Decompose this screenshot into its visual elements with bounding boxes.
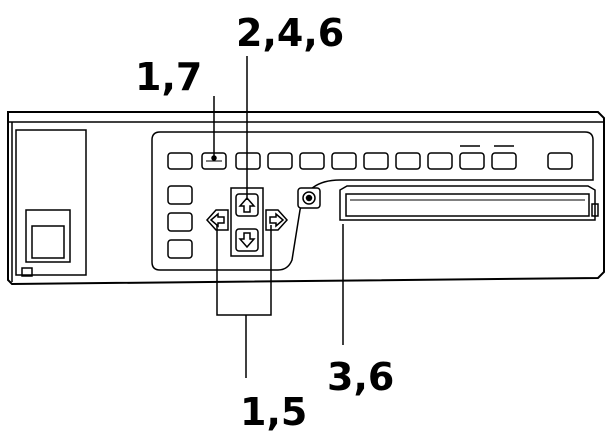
device-chassis — [7, 111, 605, 286]
down-arrow-button[interactable] — [235, 228, 259, 252]
panel-button-12[interactable] — [547, 152, 573, 170]
side-button-3[interactable] — [167, 239, 193, 259]
panel-button-5[interactable] — [299, 152, 325, 170]
left-arrow-icon — [209, 212, 225, 228]
panel-button-7[interactable] — [363, 152, 389, 170]
up-arrow-icon — [238, 196, 256, 213]
panel-button-10[interactable] — [459, 152, 485, 170]
leader-dot-top-left — [211, 155, 217, 161]
leader-lines — [211, 56, 344, 378]
panel-button-3[interactable] — [235, 152, 261, 170]
slot-side-tab — [591, 203, 599, 217]
panel-button-4[interactable] — [267, 152, 293, 170]
leader-bracket-bottom — [216, 225, 272, 316]
eject-button-dot-icon — [305, 194, 313, 202]
disc-slot-outer — [339, 185, 596, 221]
side-button-2[interactable] — [167, 212, 193, 232]
panel-button-1[interactable] — [167, 152, 193, 170]
disc-slot-group — [339, 185, 599, 221]
eject-button-group — [297, 187, 321, 209]
panel-button-6[interactable] — [331, 152, 357, 170]
power-section — [15, 129, 87, 277]
panel-button-11[interactable] — [491, 152, 517, 170]
eject-button-ring-icon — [302, 191, 316, 205]
disc-slot-opening[interactable] — [345, 193, 590, 217]
panel-button-8[interactable] — [395, 152, 421, 170]
left-arrow-button[interactable] — [205, 209, 229, 231]
down-arrow-icon — [238, 232, 256, 249]
right-arrow-icon — [269, 212, 285, 228]
indicator-lamp — [21, 267, 33, 277]
power-recess — [15, 129, 87, 276]
arrow-cluster — [205, 187, 289, 257]
top-button-row — [167, 152, 573, 170]
callout-label-bottom-center: 1,5 — [240, 390, 307, 434]
side-button-1[interactable] — [167, 185, 193, 205]
chassis-outer — [7, 111, 605, 286]
power-switch[interactable] — [25, 209, 71, 263]
callout-label-right-lower: 3,6 — [327, 355, 394, 399]
left-button-column — [167, 185, 193, 259]
callout-label-top-left: 1,7 — [135, 55, 202, 99]
callout-label-top-center: 2,4,6 — [236, 11, 344, 55]
power-switch-rocker — [31, 225, 65, 259]
panel-button-9[interactable] — [427, 152, 453, 170]
